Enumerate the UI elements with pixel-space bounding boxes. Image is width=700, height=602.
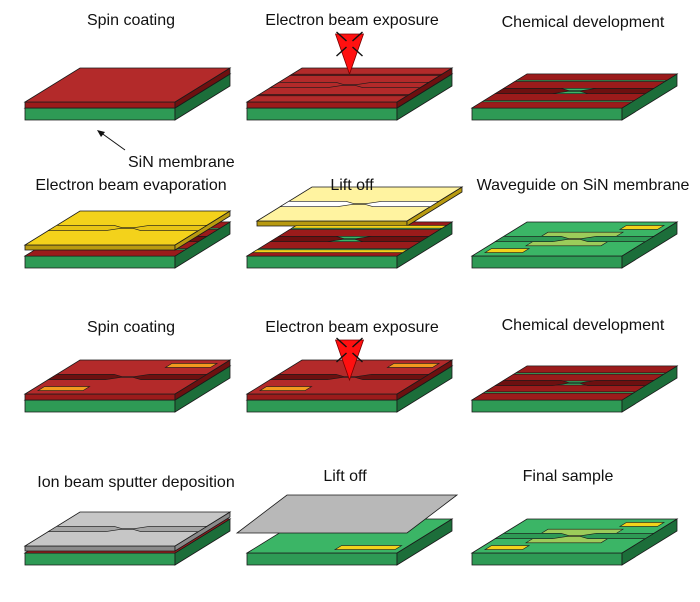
sample-spin-coating-1 — [23, 67, 232, 121]
buried-contact-a-ebeam-exposure-2 — [258, 386, 313, 391]
resist-spin-coating-1-front — [24, 101, 176, 109]
resist-strip-d-chemical-development-1 — [516, 73, 679, 81]
step-title-ebeam-exposure-1: Electron beam exposure — [265, 12, 439, 29]
buried-contact-a-spin-coating-2 — [36, 386, 91, 391]
step-title-spin-coating-1: Spin coating — [86, 12, 176, 29]
buried-contact-b-spin-coating-2 — [164, 363, 219, 368]
sample-ebeam-evaporation — [23, 210, 232, 269]
step-title-lift-off-2: Lift off — [323, 468, 367, 485]
exposed-pattern-ebeam-exposure-1 — [269, 81, 430, 89]
electron-beam-ebeam-exposure-2-arrow-0 — [336, 337, 347, 348]
resist-ebeam-exposure-1-top — [245, 67, 454, 103]
sample-waveguide — [470, 221, 679, 269]
sample-lift-off-2 — [235, 494, 459, 566]
resist-strip-a-chemical-development-1 — [470, 101, 633, 109]
resist-ebeam-exposure-1-front — [246, 101, 398, 109]
contact-a-waveguide — [483, 248, 531, 253]
resist2-strip-d-chemical-development-2 — [514, 365, 679, 374]
membrane-spin-coating-2-front — [24, 399, 176, 413]
contact-b-final-sample — [618, 522, 666, 527]
resist-strip-c-lift-off-1 — [277, 229, 441, 237]
sample-ebeam-exposure-1 — [245, 31, 454, 121]
electron-beam-ebeam-exposure-2-arrow-1 — [352, 337, 363, 348]
exposed-line-a-ebeam-exposure-1 — [255, 94, 411, 97]
resist-strip-b-chemical-development-1 — [483, 93, 647, 101]
membrane-ebeam-evaporation-front — [24, 255, 176, 269]
step-title-waveguide: Waveguide on SiN membrane — [476, 177, 690, 194]
lifted-silver-sheet-lift-off-2 — [235, 494, 459, 534]
membrane-lift-off-1-front — [246, 255, 398, 269]
membrane-chemical-development-2-front — [471, 399, 623, 413]
silver-layer-ion-beam-sputter-front — [24, 545, 176, 552]
sample-chemical-development-2 — [470, 365, 679, 413]
sample-ion-beam-sputter — [23, 511, 232, 566]
gold-residue-a-lift-off-1 — [251, 249, 408, 253]
gold-layer-ebeam-evaporation-front — [24, 244, 176, 251]
membrane-final-sample-front — [471, 552, 623, 566]
resist2-gap-chemical-development-2 — [494, 379, 655, 387]
electron-beam-ebeam-exposure-2-arrow-2 — [336, 352, 347, 363]
exposed-line-b-ebeam-exposure-1 — [288, 73, 444, 76]
gold-pattern-ebeam-evaporation — [47, 224, 208, 232]
resist-spin-coating-1-top — [23, 67, 232, 103]
step-title-lift-off-1: Lift off — [330, 177, 374, 194]
membrane-waveguide-front — [471, 255, 623, 269]
sin-membrane-pointer — [99, 131, 126, 151]
step-title-spin-coating-2: Spin coating — [86, 319, 176, 336]
step-title-ebeam-evaporation: Electron beam evaporation — [35, 177, 227, 194]
step-title-final-sample: Final sample — [522, 468, 614, 485]
resist2-ebeam-exposure-2-front — [246, 393, 398, 401]
membrane-spin-coating-1-front — [24, 107, 176, 121]
resist2-spin-coating-2-front — [24, 393, 176, 401]
waveguide-core-final-sample — [494, 532, 655, 540]
electron-beam-ebeam-exposure-1 — [334, 33, 365, 76]
resist-strip-c-chemical-development-1 — [502, 81, 666, 89]
sample-lift-off-1 — [245, 186, 464, 269]
membrane-ebeam-exposure-1-front — [246, 107, 398, 121]
contact-b-waveguide — [618, 225, 666, 230]
sin-membrane-pointer-head — [97, 130, 105, 137]
buried-contact-b-ebeam-exposure-2 — [386, 363, 441, 368]
electron-beam-ebeam-exposure-2-arrow-3 — [352, 352, 363, 363]
sample-chemical-development-1 — [470, 73, 679, 121]
resist2-pattern-spin-coating-2 — [47, 373, 208, 381]
electron-beam-ebeam-exposure-1-arrow-1 — [352, 31, 363, 42]
step-title-ebeam-exposure-2: Electron beam exposure — [265, 319, 439, 336]
step-title-ion-beam-sputter: Ion beam sputter deposition — [37, 474, 235, 491]
resist2-strip-a-chemical-development-2 — [470, 392, 635, 401]
resist2-strip-b-chemical-development-2 — [484, 384, 648, 393]
resist-strip-a-ebeam-evaporation — [23, 249, 186, 257]
step-title-chemical-development-1: Chemical development — [501, 14, 665, 31]
electron-beam-ebeam-exposure-1-arrow-2 — [336, 46, 347, 57]
sample-ebeam-exposure-2 — [245, 337, 454, 413]
waveguide-core-waveguide — [494, 235, 655, 243]
resist2-strip-c-chemical-development-2 — [501, 373, 665, 382]
resist-strip-b-lift-off-1 — [258, 241, 422, 249]
gold-residue-b-lift-off-1 — [291, 225, 448, 229]
contact-a-final-sample — [483, 545, 531, 550]
contact-a-lift-off-2 — [333, 545, 403, 550]
silver-pattern-ion-beam-sputter — [47, 525, 208, 533]
membrane-ion-beam-sputter-front — [24, 552, 176, 566]
electron-beam-ebeam-exposure-2 — [334, 339, 365, 382]
membrane-chemical-development-1-front — [471, 107, 623, 121]
sin-membrane-label: SiN membrane — [128, 154, 235, 171]
membrane-ebeam-exposure-2-front — [246, 399, 398, 413]
sample-final-sample — [470, 518, 679, 566]
membrane-lift-off-2-front — [246, 552, 398, 566]
step-title-chemical-development-2: Chemical development — [501, 317, 665, 334]
lifted-pattern-lift-off-1 — [279, 200, 440, 208]
electron-beam-ebeam-exposure-1-arrow-3 — [352, 46, 363, 57]
electron-beam-ebeam-exposure-1-arrow-0 — [336, 31, 347, 42]
sample-spin-coating-2 — [23, 359, 232, 413]
